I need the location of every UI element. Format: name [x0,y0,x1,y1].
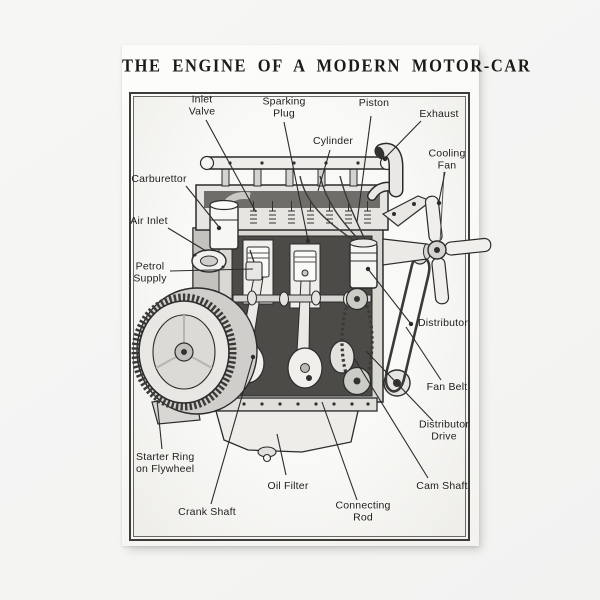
part-label-sparking-plug: Sparking Plug [262,95,306,119]
poster-title: THE ENGINE OF A MODERN MOTOR-CAR [122,55,532,76]
part-label-distributor-drive: Distributor Drive [418,418,470,442]
part-label-piston: Piston [358,97,390,110]
part-label-starter-ring-on-flywheel: Starter Ring on Flywheel [136,451,195,475]
part-label-air-inlet: Air Inlet [130,215,168,228]
part-label-distributor: Distributor [417,317,469,330]
part-label-carburettor: Carburettor [131,173,187,186]
part-label-cylinder: Cylinder [312,135,354,148]
part-label-crank-shaft: Crank Shaft [178,506,236,519]
part-label-connecting-rod: Connecting Rod [335,499,391,523]
part-label-fan-belt: Fan Belt [426,381,468,394]
part-label-cam-shaft: Cam Shaft [416,480,468,493]
part-label-oil-filter: Oil Filter [267,480,309,493]
part-label-exhaust: Exhaust [419,108,459,121]
part-label-petrol-supply: Petrol Supply [133,260,167,284]
part-label-cooling-fan: Cooling Fan [428,147,466,171]
part-label-inlet-valve: Inlet Valve [188,93,216,117]
